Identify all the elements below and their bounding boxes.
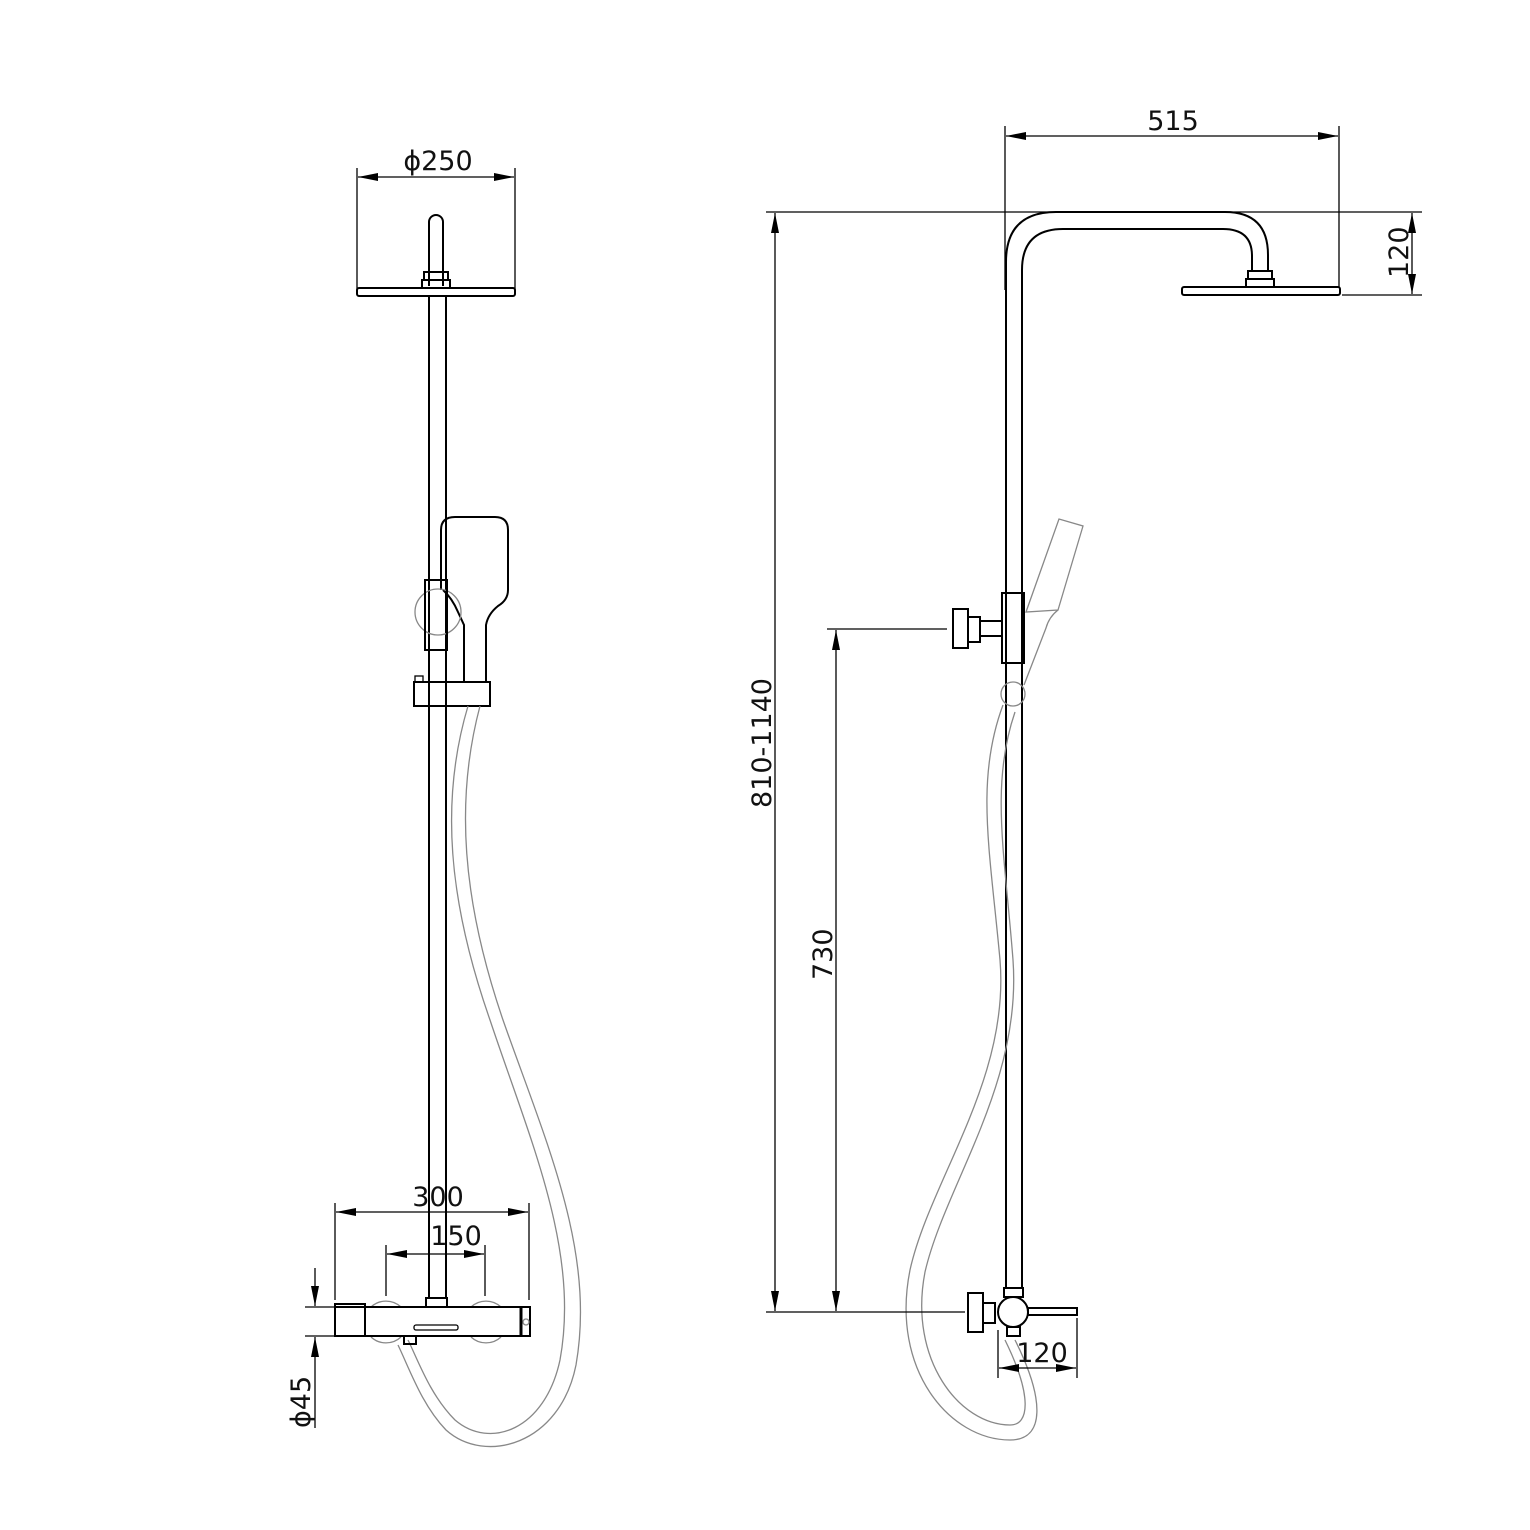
hose-side	[905, 704, 1038, 1441]
hand-shower	[413, 516, 509, 707]
wall-bracket	[952, 592, 1025, 664]
dim-label-head-height: 120	[1384, 226, 1415, 278]
mixer-side	[967, 1287, 1078, 1337]
dim-label-head-diameter: ϕ250	[403, 146, 472, 177]
dim-label-inlet-spacing: 150	[430, 1221, 482, 1252]
dim-head-height: 120	[1342, 213, 1422, 296]
dim-spout-projection: 120	[997, 1318, 1078, 1378]
dim-label-column-height: 810-1140	[747, 678, 778, 808]
dim-head-diameter: ϕ250	[356, 146, 516, 290]
dim-arm-projection: 515	[1004, 106, 1340, 290]
dim-bracket-height: 730	[808, 628, 947, 1311]
riser-rail	[428, 296, 447, 1298]
dim-mixer-body-diameter: ϕ45	[286, 1268, 335, 1428]
hose	[397, 705, 582, 1448]
dim-label-arm-projection: 515	[1147, 106, 1199, 137]
side-view: 515 120	[747, 106, 1422, 1441]
dim-label-mixer-width: 300	[412, 1182, 464, 1213]
thermostatic-mixer	[334, 1297, 531, 1345]
dim-inlet-spacing: 150	[385, 1221, 486, 1296]
dim-mixer-width: 300	[334, 1182, 530, 1300]
dim-label-mixer-body-diameter: ϕ45	[286, 1376, 317, 1428]
overhead-shower-head	[356, 214, 516, 297]
dim-column-height: 810-1140	[747, 213, 779, 1311]
dim-label-spout-projection: 120	[1016, 1338, 1068, 1369]
dim-label-bracket-height: 730	[808, 928, 839, 980]
hand-shower-side	[1000, 518, 1084, 707]
front-view: ϕ250	[286, 146, 582, 1448]
riser-and-arm	[1005, 211, 1341, 1288]
